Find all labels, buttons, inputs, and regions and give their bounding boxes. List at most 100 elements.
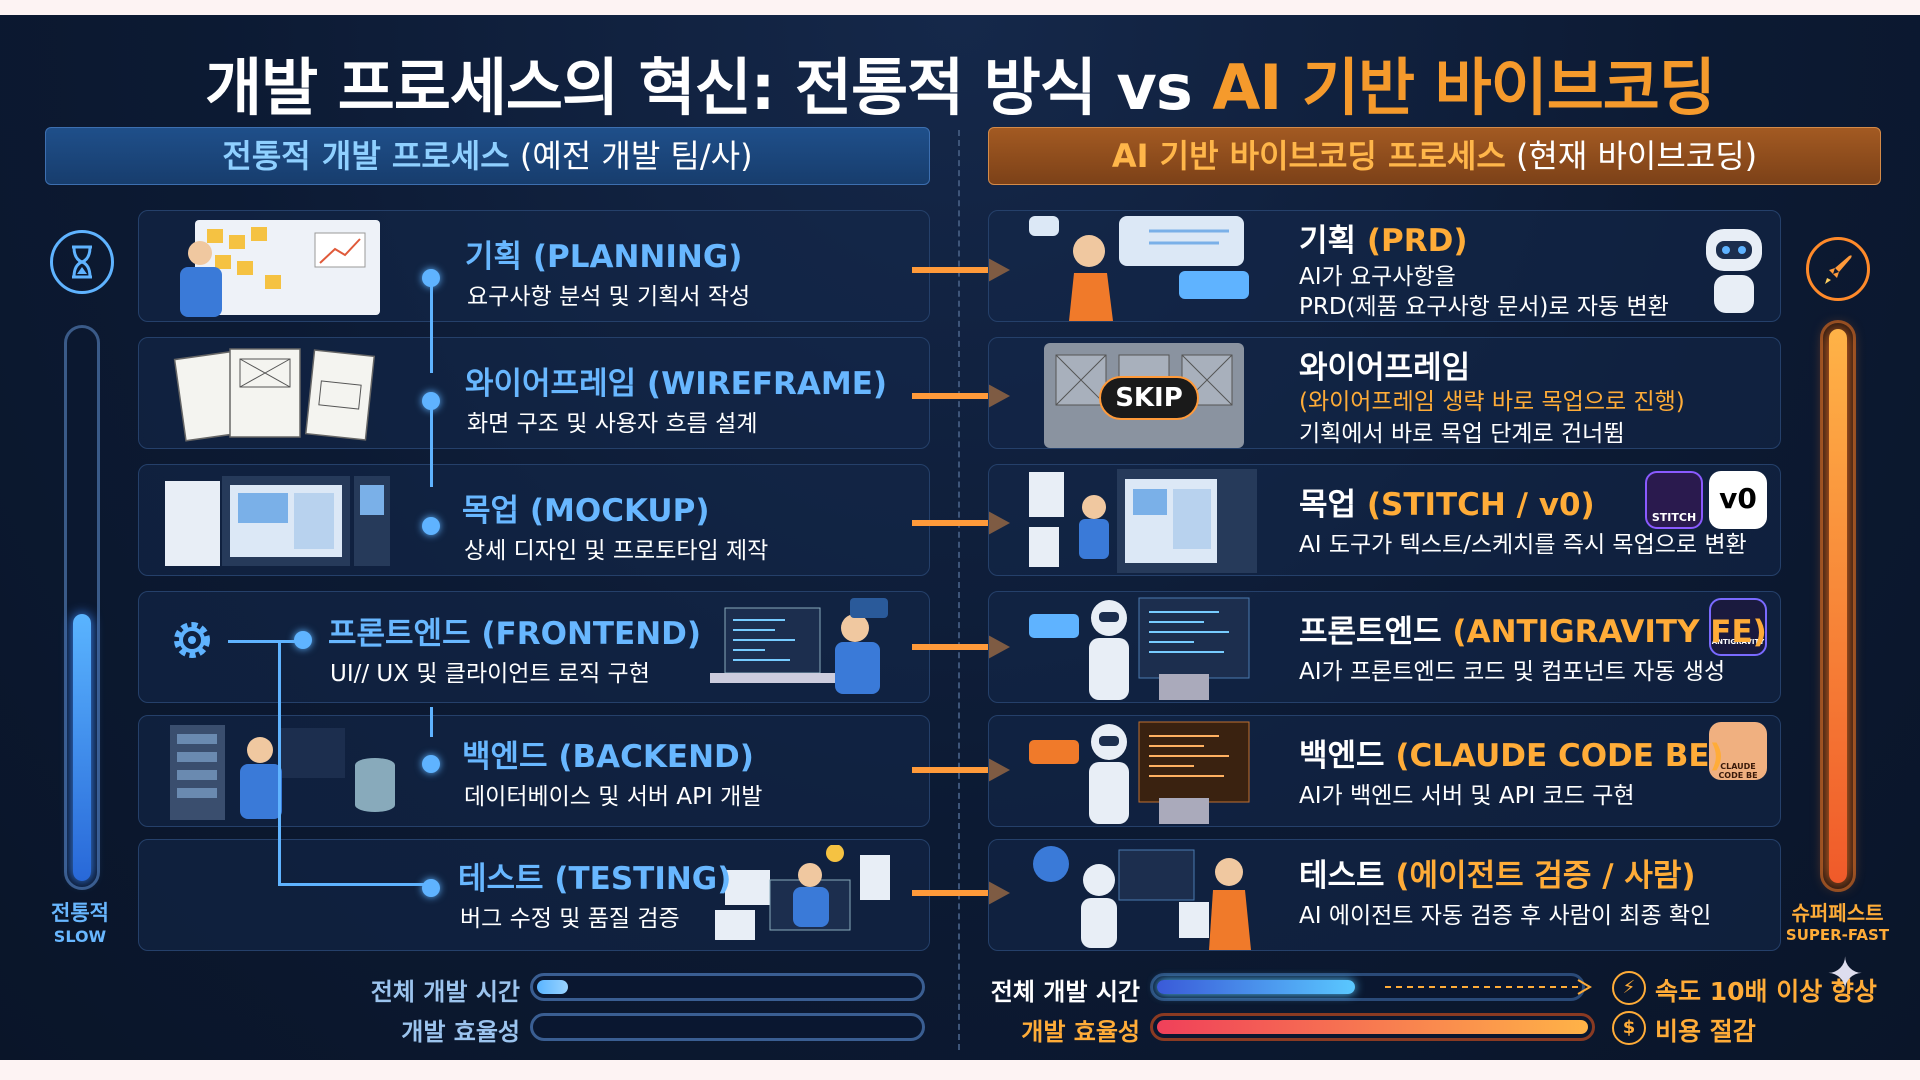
right-step-desc: AI 에이전트 자동 검증 후 사람이 최종 확인 (1299, 903, 1712, 929)
slow-meter-fill (73, 613, 91, 881)
slow-label-sub: SLOW (53, 927, 107, 946)
right-step-mockup: STITCH v0 목업 (STITCH / v0) AI 도구가 텍스트/스케… (988, 464, 1781, 576)
right-step-desc: AI가 요구사항을 (1299, 264, 1456, 290)
step-node (422, 269, 440, 287)
testing-illustration (715, 845, 910, 945)
right-time-label: 전체 개발 시간 (990, 978, 1140, 1006)
step-node (422, 392, 440, 410)
left-step-title: 백엔드 (BACKEND) (462, 739, 754, 775)
title-part-highlight: (CLAUDE CODE BE) (1395, 738, 1724, 774)
mockup-illustration (160, 471, 395, 571)
step-node (294, 631, 312, 649)
title-part: 프론트엔드 (1299, 614, 1453, 650)
left-step-title: 목업 (MOCKUP) (462, 493, 710, 529)
rocket-icon (1806, 237, 1870, 301)
ai-backend-illustration (1029, 718, 1259, 826)
right-step-testing: 테스트 (에이전트 검증 / 사람) AI 에이전트 자동 검증 후 사람이 최… (988, 839, 1781, 951)
traditional-header: 전통적 개발 프로세스 (예전 개발 팀/사) (45, 127, 930, 185)
title-accent: AI 기반 바이브코딩 (1212, 51, 1716, 124)
traditional-header-sub: (예전 개발 팀/사) (509, 137, 753, 175)
right-step-desc: PRD(제품 요구사항 문서)로 자동 변환 (1299, 294, 1669, 320)
title-part-highlight: (STITCH / v0) (1366, 487, 1595, 523)
left-efficiency-bar (530, 1013, 925, 1041)
title-part: 기획 (1299, 223, 1367, 259)
skip-badge: SKIP (1099, 376, 1199, 420)
sparkle-icon: ✦ (1826, 949, 1864, 1000)
right-time-bar-fill (1157, 980, 1355, 994)
right-step-prd: 기획 (PRD) AI가 요구사항을 PRD(제품 요구사항 문서)로 자동 변… (988, 210, 1781, 322)
left-step-title: 기획 (PLANNING) (465, 239, 743, 275)
right-efficiency-label: 개발 효율성 (1021, 1018, 1140, 1046)
left-step-desc: 화면 구조 및 사용자 흐름 설계 (467, 411, 758, 437)
traditional-header-main: 전통적 개발 프로세스 (222, 137, 510, 175)
right-efficiency-bar (1150, 1013, 1595, 1041)
right-step-title: 프론트엔드 (ANTIGRAVITY FE) (1299, 606, 1767, 651)
flow-line (278, 640, 281, 885)
left-time-label: 전체 개발 시간 (370, 978, 520, 1006)
ai-header-sub: (현재 바이브코딩) (1505, 137, 1758, 175)
stitch-logo: STITCH (1645, 471, 1703, 529)
title-part-highlight: (에이전트 검증 / 사람) (1395, 858, 1696, 894)
ai-frontend-illustration (1029, 594, 1259, 702)
right-step-desc: 기획에서 바로 목업 단계로 건너뜀 (1299, 421, 1625, 447)
left-step-title: 테스트 (TESTING) (458, 861, 732, 897)
right-step-desc: AI가 백엔드 서버 및 API 코드 구현 (1299, 783, 1635, 809)
right-step-desc: AI가 프론트엔드 코드 및 컴포넌트 자동 생성 (1299, 659, 1726, 685)
title-part-highlight: (ANTIGRAVITY FE) (1452, 614, 1767, 650)
stitch-mockup-illustration (1029, 467, 1259, 575)
ai-header-main: AI 기반 바이브코딩 프로세스 (1111, 137, 1506, 175)
column-divider (958, 130, 960, 1050)
step-node (422, 517, 440, 535)
backend-illustration (165, 720, 400, 825)
frontend-illustration (705, 598, 900, 698)
step-node (422, 879, 440, 897)
v0-logo: v0 (1709, 471, 1767, 529)
title-part-highlight: (PRD) (1366, 223, 1468, 259)
right-step-desc: AI 도구가 텍스트/스케치를 즉시 목업으로 변환 (1299, 532, 1747, 558)
wireframe-illustration (170, 343, 385, 443)
right-step-title: 와이어프레임 (1299, 342, 1470, 387)
left-step-desc: UI// UX 및 클라이언트 로직 구현 (330, 661, 650, 687)
claude-code-logo: CLAUDE CODE BE (1709, 722, 1767, 780)
flow-line (228, 640, 298, 643)
dashed-arrow-icon (1385, 979, 1592, 995)
right-step-title: 테스트 (에이전트 검증 / 사람) (1299, 850, 1696, 895)
left-step-desc: 버그 수정 및 품질 검증 (460, 906, 680, 932)
right-step-title: 목업 (STITCH / v0) (1299, 479, 1595, 524)
slow-label-text: 전통적 (51, 901, 109, 925)
title-part: 와이어프레임 (1299, 350, 1471, 386)
flow-line (430, 283, 433, 373)
left-efficiency-label: 개발 효율성 (401, 1018, 520, 1046)
left-step-desc: 데이터베이스 및 서버 API 개발 (464, 784, 763, 810)
ai-header: AI 기반 바이브코딩 프로세스 (현재 바이브코딩) (988, 127, 1881, 185)
right-step-title: 기획 (PRD) (1299, 215, 1468, 260)
slow-label: 전통적 SLOW (35, 897, 125, 946)
left-time-bar-fill (537, 980, 568, 994)
right-efficiency-bar-fill (1157, 1020, 1588, 1034)
right-step-frontend: ANTIGRAVITY 프론트엔드 (ANTIGRAVITY FE) AI가 프… (988, 591, 1781, 703)
left-time-bar (530, 973, 925, 1001)
fast-meter (1820, 320, 1856, 892)
title-part: 테스트 (1299, 858, 1396, 894)
right-time-bar (1150, 973, 1585, 1001)
lightning-icon: ⚡ (1612, 971, 1646, 1005)
right-step-note: (와이어프레임 생략 바로 목업으로 진행) (1299, 389, 1685, 415)
step-node (422, 755, 440, 773)
right-step-backend: CLAUDE CODE BE 백엔드 (CLAUDE CODE BE) AI가 … (988, 715, 1781, 827)
planning-illustration (165, 215, 385, 320)
left-step-desc: 요구사항 분석 및 기획서 작성 (467, 284, 751, 310)
slow-meter (64, 325, 100, 890)
fast-label-sub: SUPER-FAST (1785, 926, 1890, 944)
infographic-canvas: 개발 프로세스의 혁신: 전통적 방식 vs AI 기반 바이브코딩 전통적 개… (0, 15, 1920, 1060)
page-title: 개발 프로세스의 혁신: 전통적 방식 vs AI 기반 바이브코딩 (0, 37, 1920, 127)
title-part: 백엔드 (1299, 738, 1396, 774)
gear-icon (165, 613, 220, 668)
fast-meter-fill (1829, 329, 1847, 883)
cost-tag: 비용 절감 (1655, 1017, 1756, 1046)
left-step-desc: 상세 디자인 및 프로토타입 제작 (464, 538, 769, 564)
dollar-icon: $ (1612, 1011, 1646, 1045)
ai-testing-illustration (1029, 842, 1259, 950)
flow-line (278, 883, 428, 886)
left-step-title: 프론트엔드 (FRONTEND) (328, 616, 702, 652)
